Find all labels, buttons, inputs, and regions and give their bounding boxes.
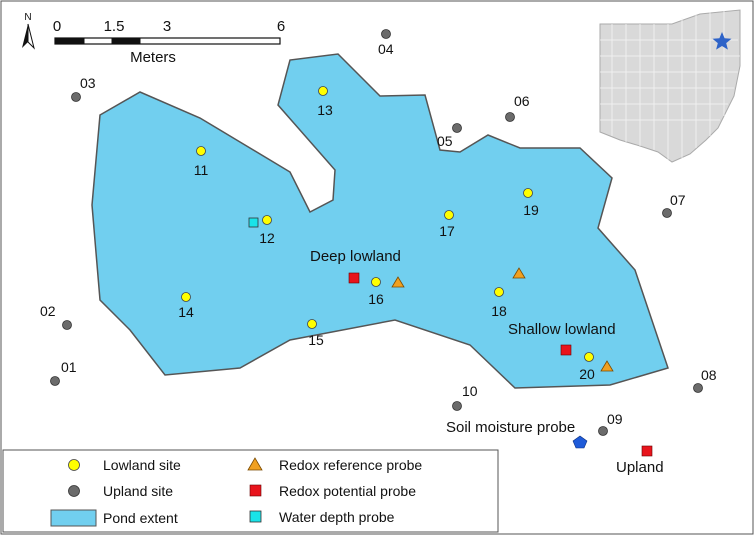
scale-tick-3: 6 — [277, 18, 285, 35]
legend-pond-label: Pond extent — [103, 510, 178, 526]
lowland-site-marker — [523, 188, 533, 198]
lowland-site-label: 16 — [368, 291, 384, 307]
zone-label-upland: Upland — [616, 459, 664, 476]
legend-redox-potential-icon — [249, 484, 262, 497]
upland-site-label: 06 — [514, 93, 530, 109]
upland-site-label: 08 — [701, 367, 717, 383]
redox-reference-probe-marker — [600, 360, 614, 372]
lowland-sites: 11 12 13 14 15 16 17 18 19 20 — [178, 86, 595, 382]
lowland-site-label: 17 — [439, 223, 455, 239]
legend: Lowland site Upland site Pond extent Red… — [2, 449, 499, 533]
lowland-site-label: 19 — [523, 202, 539, 218]
legend-upland-label: Upland site — [103, 483, 173, 499]
lowland-site-marker — [318, 86, 328, 96]
upland-site-label: 01 — [61, 359, 77, 375]
star-icon — [712, 32, 732, 50]
upland-site-marker — [693, 383, 703, 393]
legend-water-depth-label: Water depth probe — [279, 509, 395, 525]
scale-tick-1: 1.5 — [104, 18, 125, 35]
redox-potential-probe-marker — [641, 445, 653, 457]
scale-tick-2: 3 — [163, 18, 171, 35]
lowland-site-label: 20 — [579, 366, 595, 382]
north-arrow: N — [22, 12, 35, 50]
upland-site-marker — [50, 376, 60, 386]
upland-site-label: 09 — [607, 411, 623, 427]
lowland-site-label: 15 — [308, 332, 324, 348]
upland-site-marker — [598, 426, 608, 436]
scale-tick-0: 0 — [53, 18, 61, 35]
legend-pond-icon — [50, 509, 97, 527]
water-depth-probe-marker — [248, 217, 259, 228]
lowland-site-marker — [584, 352, 594, 362]
inset-map — [599, 9, 741, 163]
upland-site-marker — [662, 208, 672, 218]
soil-moisture-label: Soil moisture probe — [446, 419, 575, 436]
legend-lowland-icon — [68, 459, 80, 471]
scale-unit: Meters — [130, 49, 176, 66]
upland-site-marker — [381, 29, 391, 39]
upland-site-marker — [505, 112, 515, 122]
lowland-site-marker — [307, 319, 317, 329]
legend-water-depth-icon — [249, 510, 262, 523]
upland-site-label: 05 — [437, 133, 453, 149]
redox-potential-probe-marker — [348, 272, 360, 284]
north-arrow-icon — [22, 24, 28, 48]
lowland-site-marker — [262, 215, 272, 225]
upland-site-label: 10 — [462, 383, 478, 399]
lowland-site-label: 13 — [317, 102, 333, 118]
lowland-site-marker — [181, 292, 191, 302]
upland-site-marker — [62, 320, 72, 330]
upland-site-label: 04 — [378, 41, 394, 57]
legend-upland-icon — [68, 485, 80, 497]
north-label: N — [24, 12, 31, 23]
lowland-site-marker — [196, 146, 206, 156]
upland-site-label: 07 — [670, 192, 686, 208]
upland-site-marker — [452, 401, 462, 411]
legend-lowland-label: Lowland site — [103, 457, 181, 473]
lowland-site-label: 18 — [491, 303, 507, 319]
upland-site-marker — [452, 123, 462, 133]
probes — [248, 217, 653, 457]
lowland-site-label: 11 — [194, 162, 209, 178]
legend-redox-reference-label: Redox reference probe — [279, 457, 422, 473]
upland-sites: 01 02 03 04 05 06 07 08 09 10 — [40, 29, 717, 436]
redox-reference-probe-marker — [512, 267, 526, 279]
zone-label-deep: Deep lowland — [310, 248, 401, 265]
redox-reference-probe-marker — [391, 276, 405, 288]
lowland-site-marker — [444, 210, 454, 220]
lowland-site-label: 14 — [178, 304, 194, 320]
upland-site-marker — [71, 92, 81, 102]
redox-potential-probe-marker — [560, 344, 572, 356]
lowland-site-marker — [371, 277, 381, 287]
lowland-site-marker — [494, 287, 504, 297]
soil-moisture-probe-icon — [572, 435, 588, 449]
upland-site-label: 03 — [80, 75, 96, 91]
ohio-outline — [599, 9, 741, 163]
zone-label-shallow: Shallow lowland — [508, 321, 616, 338]
legend-redox-potential-label: Redox potential probe — [279, 483, 416, 499]
scale-bar: 0 1.5 3 6 Meters — [53, 18, 285, 66]
lowland-site-label: 12 — [259, 230, 275, 246]
upland-site-label: 02 — [40, 303, 56, 319]
pond-extent — [91, 53, 669, 389]
legend-redox-reference-icon — [247, 457, 263, 471]
